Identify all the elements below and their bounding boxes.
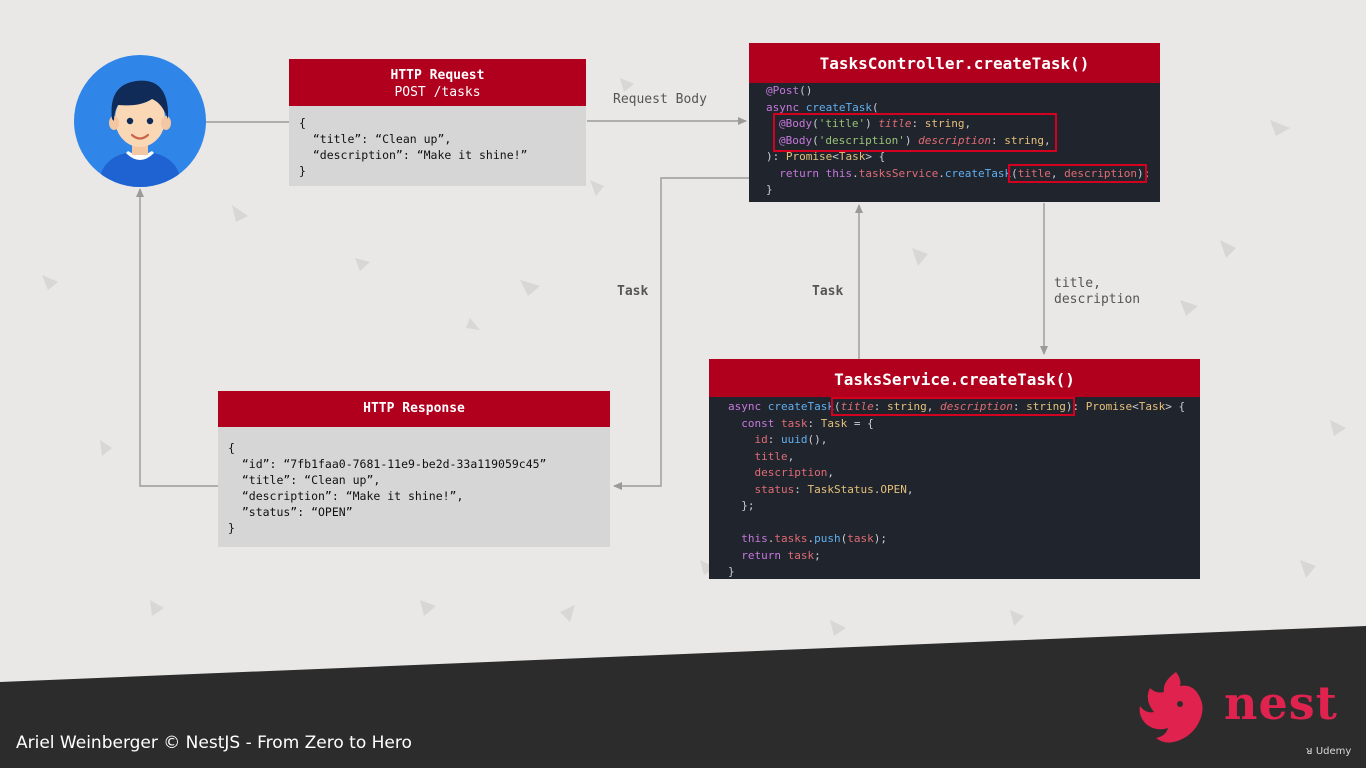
http-response-body: { “id”: “7fb1faa0-7681-11e9-be2d-33a1190…	[218, 427, 610, 547]
service-card: TasksService.createTask() async createTa…	[709, 359, 1200, 579]
http-request-title: HTTP Request	[390, 68, 485, 83]
http-request-card: HTTP Request POST /tasks { “title”: “Cle…	[289, 59, 586, 186]
nest-cat-icon	[1136, 670, 1206, 746]
http-response-header: HTTP Response	[218, 391, 610, 427]
udemy-label: Udemy	[1315, 746, 1352, 757]
udemy-icon: ᴚ	[1306, 744, 1313, 757]
footer-band	[0, 626, 1366, 768]
response-to-avatar-arrow	[136, 188, 218, 487]
http-response-card: HTTP Response { “id”: “7fb1faa0-7681-11e…	[218, 391, 610, 547]
http-request-header: HTTP Request POST /tasks	[289, 59, 586, 106]
task-label-middle: Task	[812, 284, 844, 299]
http-request-method: POST /tasks	[394, 85, 481, 100]
controller-code: @Post() async createTask( @Body('title')…	[749, 83, 1160, 202]
udemy-watermark: ᴚ Udemy	[1306, 744, 1351, 757]
task-to-response-arrow	[613, 177, 749, 490]
task-label-left: Task	[617, 284, 649, 299]
request-body-label: Request Body	[613, 92, 707, 107]
course-credit: Ariel Weinberger © NestJS - From Zero to…	[16, 733, 412, 753]
avatar	[74, 55, 206, 187]
controller-card: TasksController.createTask() @Post() asy…	[749, 43, 1160, 202]
service-code: async createTask(title: string, descript…	[709, 397, 1200, 579]
title-description-label: title, description	[1054, 276, 1141, 307]
http-request-body: { “title”: “Clean up”, “description”: “M…	[289, 106, 586, 186]
service-title: TasksService.createTask()	[709, 359, 1200, 397]
nest-logo-text: nest	[1224, 676, 1338, 730]
controller-title: TasksController.createTask()	[749, 43, 1160, 83]
